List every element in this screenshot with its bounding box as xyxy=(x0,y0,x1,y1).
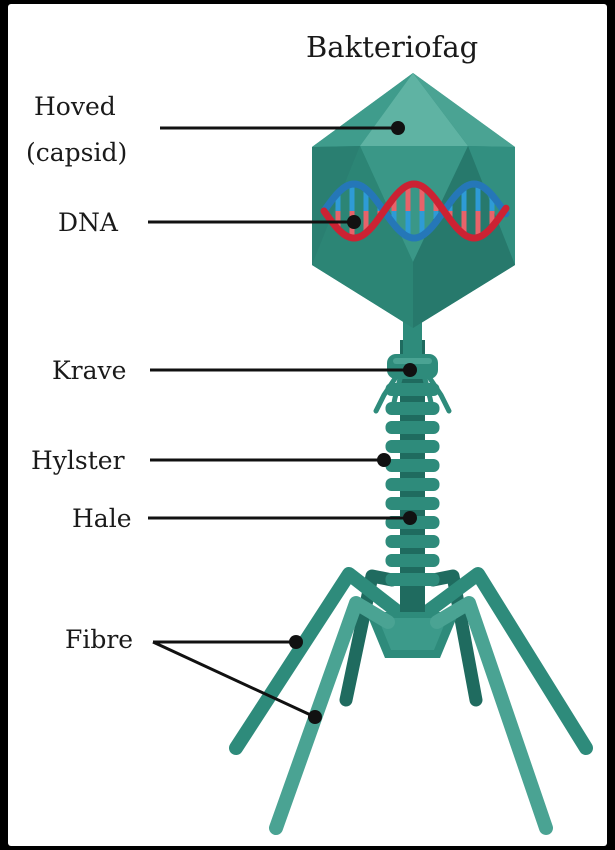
leader-dot-hoved xyxy=(391,121,405,135)
label-hale: Hale xyxy=(72,504,132,533)
diagram-title: Bakteriofag xyxy=(306,30,478,64)
leader-dot-hylster xyxy=(377,453,391,467)
sheath-ring xyxy=(386,421,440,434)
collar-highlight xyxy=(393,358,432,364)
leader-dot-fibre-lower xyxy=(308,710,322,724)
label-hylster: Hylster xyxy=(31,446,125,475)
sheath-ring xyxy=(386,497,440,510)
leader-dot-dna xyxy=(347,215,361,229)
capsid-head xyxy=(312,73,515,328)
sheath-ring xyxy=(386,402,440,415)
leader-dot-krave xyxy=(403,363,417,377)
tail-sheath xyxy=(386,383,440,586)
leader-dot-fibre-upper xyxy=(289,635,303,649)
sheath-ring xyxy=(386,554,440,567)
sheath-ring xyxy=(386,535,440,548)
sheath-ring xyxy=(386,383,440,396)
label-capsid: (capsid) xyxy=(26,138,127,167)
sheath-ring xyxy=(386,478,440,491)
sheath-ring xyxy=(386,440,440,453)
label-dna: DNA xyxy=(58,208,119,237)
label-hoved: Hoved xyxy=(34,92,116,121)
label-fibre: Fibre xyxy=(65,625,133,654)
label-krave: Krave xyxy=(52,356,126,385)
sheath-ring xyxy=(386,573,440,586)
front-fiber-right xyxy=(437,603,546,828)
leader-dot-hale xyxy=(403,511,417,525)
sheath-ring xyxy=(386,459,440,472)
